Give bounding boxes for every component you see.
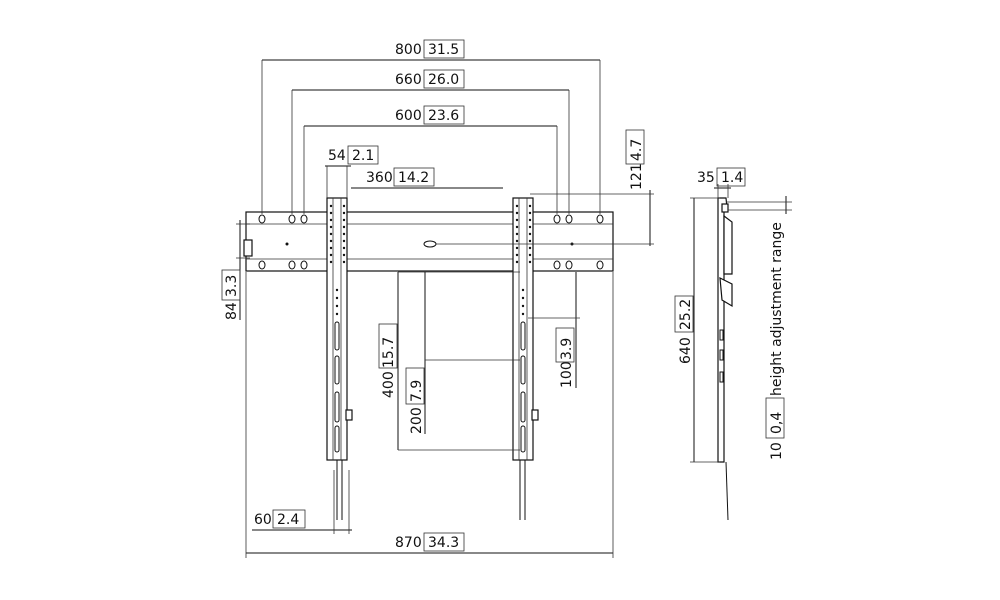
dim-640: 640 25.2 — [674, 197, 720, 463]
dim-600: 600 23.6 — [303, 105, 558, 214]
latch-left — [243, 239, 253, 257]
dim-660-mm: 660 — [395, 72, 422, 88]
dim-54-in: 2.1 — [352, 148, 374, 164]
dim-54: 54 2.1 — [325, 145, 379, 198]
dim-660: 660 26.0 — [291, 69, 570, 214]
dim-121-in: 4.7 — [629, 139, 645, 161]
dim-121: 121 4.7 — [436, 129, 654, 246]
plate-holes — [258, 214, 604, 270]
dim-10-in: 0,4 — [769, 412, 785, 434]
dim-84: 84 3.3 — [221, 220, 250, 320]
dim-360-mm: 360 — [366, 170, 393, 186]
dim-35: 35 1.4 — [697, 167, 746, 198]
dim-600-mm: 600 — [395, 108, 422, 124]
dim-660-in: 26.0 — [428, 72, 459, 88]
height-adjustment-label: height adjustment range — [769, 222, 785, 396]
dim-200-in: 7.9 — [409, 380, 425, 402]
dim-400: 400 15.7 — [378, 271, 520, 451]
dim-121-mm: 121 — [629, 163, 645, 190]
dim-60-in: 2.4 — [277, 512, 299, 528]
dim-10-mm: 10 — [769, 442, 785, 460]
dim-800-mm: 800 — [395, 42, 422, 58]
front-view: 800 31.5 660 26.0 600 23.6 54 — [221, 39, 654, 558]
dim-400-mm: 400 — [381, 371, 397, 398]
dim-640-mm: 640 — [678, 337, 694, 364]
dim-54-mm: 54 — [328, 148, 346, 164]
dim-360: 360 14.2 — [351, 167, 503, 189]
dim-60: 60 2.4 — [252, 470, 352, 534]
dim-800-in: 31.5 — [428, 42, 459, 58]
dim-35-mm: 35 — [697, 170, 715, 186]
dim-60-mm: 60 — [254, 512, 272, 528]
dim-200: 200 7.9 — [405, 272, 520, 434]
dim-35-in: 1.4 — [721, 170, 743, 186]
dim-200-mm: 200 — [409, 407, 425, 434]
bracket-left — [326, 197, 353, 520]
bracket-right — [512, 197, 539, 520]
dim-870-mm: 870 — [395, 535, 422, 551]
dim-600-in: 23.6 — [428, 108, 459, 124]
dim-400-in: 15.7 — [381, 337, 397, 368]
dim-360-in: 14.2 — [398, 170, 429, 186]
dim-640-in: 25.2 — [678, 299, 694, 330]
dim-100-mm: 100 — [559, 361, 575, 388]
dim-84-in: 3.3 — [224, 275, 240, 297]
dim-10-adjust: 10 0,4 height adjustment range — [726, 196, 792, 460]
dim-84-mm: 84 — [224, 302, 240, 320]
side-view: 35 1.4 640 25.2 10 0,4 height adjustment… — [674, 167, 792, 521]
dim-800: 800 31.5 — [261, 39, 601, 214]
dim-100-in: 3.9 — [559, 338, 575, 360]
dim-870: 870 34.3 — [245, 272, 614, 558]
dim-100: 100 3.9 — [528, 272, 580, 388]
dim-870-in: 34.3 — [428, 535, 459, 551]
